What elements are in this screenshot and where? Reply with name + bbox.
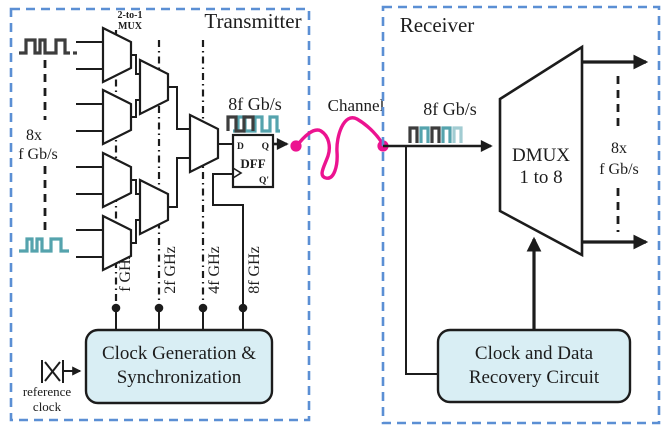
dff-pin-qbar: Q': [259, 176, 269, 186]
rx-pulse-4: [441, 126, 452, 143]
transmitter-dashed-border: [9, 7, 311, 422]
clock-label-4f: 4f GHz: [206, 246, 223, 294]
wire-s2a-s3: [168, 86, 190, 130]
mux-2to1-stage2-b: [138, 178, 170, 236]
dff-clock-triangle-icon: [232, 167, 243, 179]
wire-s1d-s2b: [131, 219, 140, 244]
dff-name: DFF: [240, 156, 265, 171]
mux-label-line1: 2-to-1: [118, 10, 143, 21]
mux-2to1-stage2-a: [138, 58, 170, 116]
tx-serial-waveform-icon: [226, 115, 280, 133]
clock-node-4f: [198, 303, 208, 313]
clock-route-8f: [212, 173, 244, 330]
rx-pulse-1: [408, 126, 419, 143]
clock-label-8f: 8f GHz: [246, 246, 263, 294]
clock-label-2f: 2f GHz: [162, 246, 179, 294]
input-waveform-teal-icon: [19, 237, 69, 253]
clock-node-f: [111, 303, 121, 313]
mux-2to1-stage1-d: [101, 214, 133, 272]
wire-s1a-s2a: [131, 54, 140, 75]
rx-pulse-3: [430, 126, 441, 143]
clock-node-2f: [154, 303, 164, 313]
wire-s1b-s2a: [131, 99, 140, 118]
transmitter-block: Transmitter 8x f Gb/s 2-to-1 MUX: [9, 7, 311, 422]
mux-2to1-stage1-b: [101, 88, 133, 146]
rx-cdr-feedback-wire: [405, 146, 438, 375]
reference-label-line1: reference: [23, 384, 72, 399]
dmux-label-line1: DMUX: [512, 145, 570, 166]
cdr-block: Clock and Data Recovery Circuit: [436, 236, 632, 404]
rx-pulse-2: [419, 126, 430, 143]
mux-2to1-stage1-a: [101, 26, 133, 84]
tx-input-rate-line2: f Gb/s: [18, 146, 58, 163]
crystal-x2-icon: [44, 361, 61, 382]
cdr-label-line1: Clock and Data: [475, 343, 594, 364]
tx-input-rate-line1: 8x: [26, 127, 42, 144]
channel-node-left: [290, 140, 302, 152]
receiver-title: Receiver: [400, 13, 475, 37]
dff-box: [231, 133, 275, 189]
receiver-dashed-border: [381, 5, 661, 425]
rx-output-rate-line1: 8x: [611, 140, 627, 157]
dff-pin-d: D: [237, 142, 244, 152]
rx-serial-waveform-icon: [408, 126, 463, 143]
cdr-label-line2: Recovery Circuit: [469, 367, 600, 388]
reference-label-line2: clock: [33, 399, 62, 414]
tx-parallel-inputs: 8x f Gb/s: [18, 38, 77, 253]
mux-label-line2: MUX: [118, 21, 143, 32]
input-waveform-dark-icon: [19, 38, 70, 55]
dff-block: D Q DFF Q': [231, 133, 275, 189]
clock-label-f: f GHz: [117, 252, 134, 292]
clock-generation-box: [84, 328, 274, 405]
mux-2to1-stage3: [188, 113, 220, 174]
transmitter-title: Transmitter: [204, 9, 301, 33]
wire-s2b-s3: [168, 157, 190, 208]
rx-parallel-outputs: 8x f Gb/s: [582, 54, 649, 250]
dmux-block: DMUX 1 to 8: [498, 44, 584, 258]
clock-generation-block: Clock Generation & Synchronization: [84, 328, 274, 405]
reference-clock: reference clock: [23, 360, 82, 414]
receiver-block: Receiver 8f Gb/s DMUX 1 to 8 8x f Gb/s: [381, 5, 661, 425]
tx-waveform-dark: [226, 115, 255, 133]
channel-label: Channel: [328, 96, 385, 115]
mux-tree: [101, 26, 233, 272]
tx-serial-rate-label: 8f Gb/s: [228, 94, 282, 114]
rx-output-rate-line2: f Gb/s: [599, 161, 639, 178]
clock-node-8f: [238, 303, 248, 313]
channel: Channel: [290, 96, 389, 180]
rx-pulse-5: [452, 126, 463, 143]
rx-serial-rate-label: 8f Gb/s: [423, 99, 477, 119]
cdr-box: [436, 328, 632, 404]
tx-waveform-teal: [233, 115, 280, 133]
channel-wire: [294, 116, 385, 180]
mux-2to1-stage1-c: [101, 151, 133, 209]
mux-input-stubs: [76, 41, 103, 258]
clock-box-line2: Synchronization: [117, 367, 242, 388]
dmux-label-line2: 1 to 8: [519, 167, 562, 188]
dff-pin-q: Q: [262, 142, 269, 152]
clock-box-line1: Clock Generation &: [102, 343, 256, 364]
dmux-shape: [498, 44, 584, 258]
wire-s1c-s2b: [131, 179, 140, 195]
